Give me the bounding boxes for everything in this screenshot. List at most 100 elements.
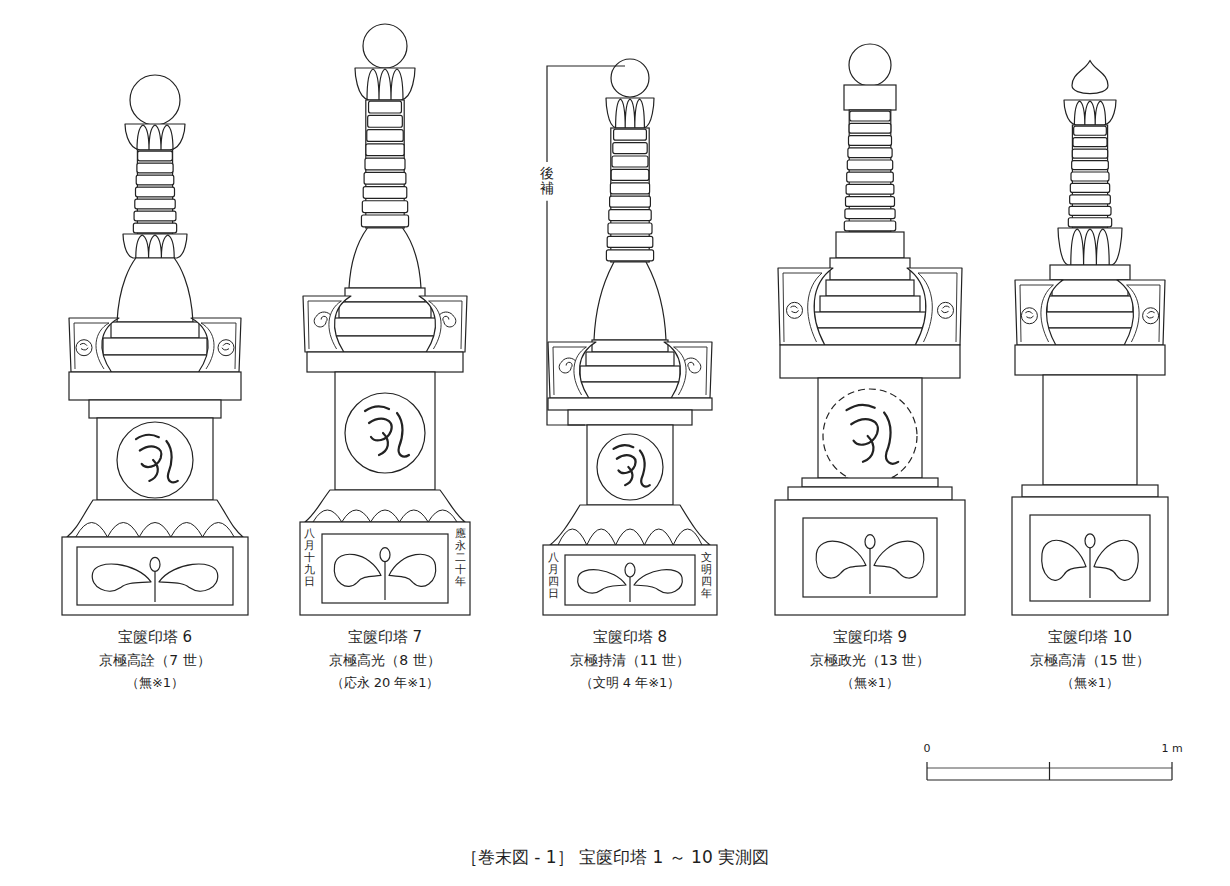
roof-slab (548, 398, 712, 410)
roof-step (333, 318, 437, 336)
corner-horn (419, 296, 467, 352)
tower-caption: 宝篋印塔 9 (833, 628, 907, 647)
tower-body (1043, 375, 1137, 485)
spire-ring (1072, 161, 1109, 170)
spire-ring (361, 215, 408, 227)
upper-lotus-petals (616, 99, 645, 128)
seed-syllable (136, 435, 178, 483)
horn-curl (440, 312, 456, 327)
spire-ring (613, 143, 647, 154)
lotus-seat (550, 505, 710, 545)
corner-horn (303, 296, 351, 352)
spire-ring (1071, 172, 1109, 181)
roof-slab (568, 410, 692, 425)
scale-tick (926, 762, 927, 780)
roof-step (345, 288, 425, 302)
spire-ring (1073, 138, 1107, 147)
roof-slab (69, 372, 241, 400)
pagoda-drawing (1012, 60, 1168, 615)
base-panel (322, 534, 448, 603)
spire-ring (1068, 218, 1111, 227)
bracket-line (547, 66, 625, 162)
roof-step (820, 296, 920, 312)
horn-inner-line (783, 273, 822, 342)
roof-step (592, 340, 668, 352)
upper-lotus-petals (367, 69, 403, 100)
spire-ring (135, 199, 175, 209)
tower-caption: 宝篋印塔 10 (1048, 628, 1132, 647)
seed-syllable (847, 405, 899, 464)
jewel-finial (849, 44, 891, 86)
upper-lotus (1064, 100, 1116, 125)
lower-lotus (123, 234, 187, 258)
base-block (62, 537, 248, 615)
figure-caption: ［巻末図 - 1］ 宝篋印塔 1 ～ 10 実測図 (461, 846, 769, 869)
spire-ring (362, 201, 407, 213)
motif-bud (150, 557, 160, 571)
spire-ring (138, 151, 173, 161)
roof-step (836, 232, 904, 258)
seed-circle (823, 389, 917, 483)
bracket-line (547, 201, 585, 425)
spire-ring (1070, 195, 1111, 204)
horn-inner-line (1020, 285, 1053, 342)
horn-inner-line (201, 323, 236, 369)
roof-slab (780, 345, 960, 378)
spire-ring (612, 156, 648, 167)
motif-stem (154, 569, 155, 602)
horn-seed-mark (222, 343, 230, 350)
spire-ring (849, 123, 891, 133)
horn-seed-circle (218, 340, 234, 356)
pagoda-drawing (300, 24, 470, 615)
spire-ring (850, 111, 891, 121)
horn-curl (314, 312, 330, 327)
scale-label: 1 m (1161, 742, 1182, 755)
seat-petals (76, 523, 234, 538)
spire-ring (846, 184, 894, 194)
spire-ring (134, 211, 176, 221)
scale-bar (927, 762, 1172, 780)
roof-step (95, 355, 215, 372)
base-panel (803, 518, 937, 597)
tower-caption: （無※1） (126, 674, 184, 692)
spire-ring (368, 115, 403, 127)
lower-lotus (1058, 228, 1122, 265)
roof-step (339, 302, 431, 318)
upper-lotus (606, 98, 654, 128)
horn-curl (685, 358, 701, 373)
corner-horn (191, 318, 241, 372)
scale-tick (1049, 762, 1050, 780)
corner-horn (778, 268, 833, 345)
roof-step (1052, 280, 1128, 296)
motif-bud (865, 535, 875, 549)
scale-label: 0 (924, 742, 931, 755)
horn-inner-line (918, 273, 957, 342)
tower-caption: 京極高清（15 世） (1030, 652, 1150, 670)
lower-lotus-petals (136, 235, 174, 258)
seed-syllable (614, 445, 650, 486)
jewel-finial (363, 24, 407, 68)
horn-curl (559, 358, 575, 373)
roof-step (814, 312, 926, 328)
roof-step (830, 258, 910, 280)
corner-horn (69, 318, 119, 372)
seat-petals (558, 529, 702, 545)
horn-seed-circle (1021, 308, 1037, 324)
roof-step (572, 382, 688, 398)
seed-circle (345, 393, 425, 473)
spire-ring (614, 129, 647, 140)
scale-tick (1171, 762, 1172, 780)
base-block (775, 500, 965, 615)
lotus-seat (67, 500, 243, 537)
spire-ring (606, 250, 653, 261)
spire-ring (1069, 206, 1111, 215)
upper-lotus-petals (1074, 101, 1105, 125)
tower-caption: （無※1） (1061, 674, 1119, 692)
spire-ring (369, 101, 402, 113)
pagoda-drawing (62, 75, 248, 615)
roof-slab (1015, 345, 1165, 375)
horn-inner-line (1127, 285, 1160, 342)
plinth-step (802, 478, 938, 487)
spire-ring (849, 136, 892, 146)
